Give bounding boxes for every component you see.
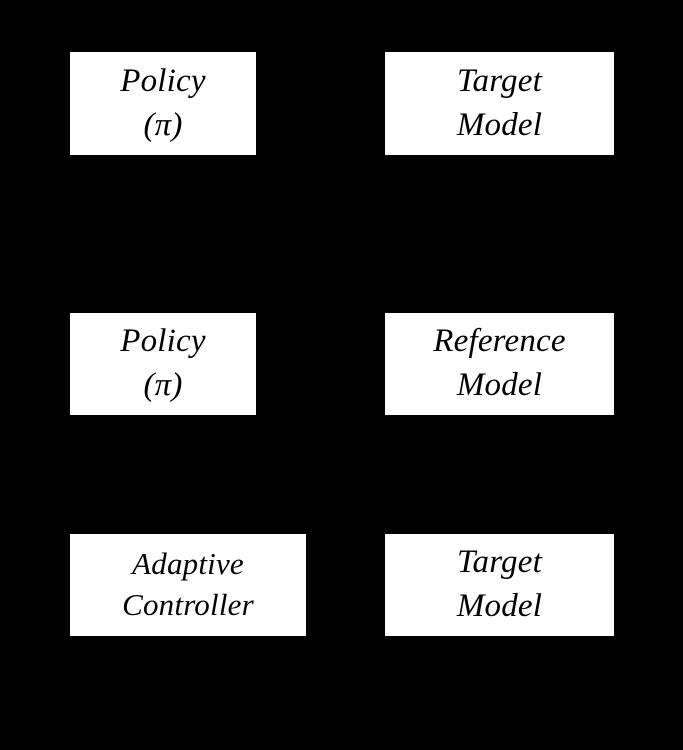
node-target-model-bottom[interactable]: Target Model [385, 534, 614, 636]
node-policy-top[interactable]: Policy (π) [70, 52, 256, 155]
node-target-model-top[interactable]: Target Model [385, 52, 614, 155]
node-target-model-top-line-1: Target [457, 62, 542, 99]
node-policy-top-line-2: (π) [143, 106, 183, 143]
node-policy-mid-line-1: Policy [120, 323, 206, 360]
node-policy-mid-line-2: (π) [143, 367, 183, 403]
node-target-model-top-line-2: Model [456, 106, 543, 143]
node-reference-model-line-2: Model [456, 367, 543, 403]
node-adaptive-controller-line-2: Controller [122, 587, 254, 622]
node-adaptive-controller-line-1: Adaptive [132, 546, 244, 582]
node-reference-model[interactable]: Reference Model [385, 313, 614, 415]
node-policy-top-line-1: Policy [120, 62, 206, 99]
node-adaptive-controller[interactable]: Adaptive Controller [70, 534, 306, 636]
node-policy-mid[interactable]: Policy (π) [70, 313, 256, 415]
node-target-model-bottom-line-2: Model [456, 588, 543, 624]
node-reference-model-line-1: Reference [433, 323, 566, 360]
node-target-model-bottom-line-1: Target [457, 544, 542, 581]
